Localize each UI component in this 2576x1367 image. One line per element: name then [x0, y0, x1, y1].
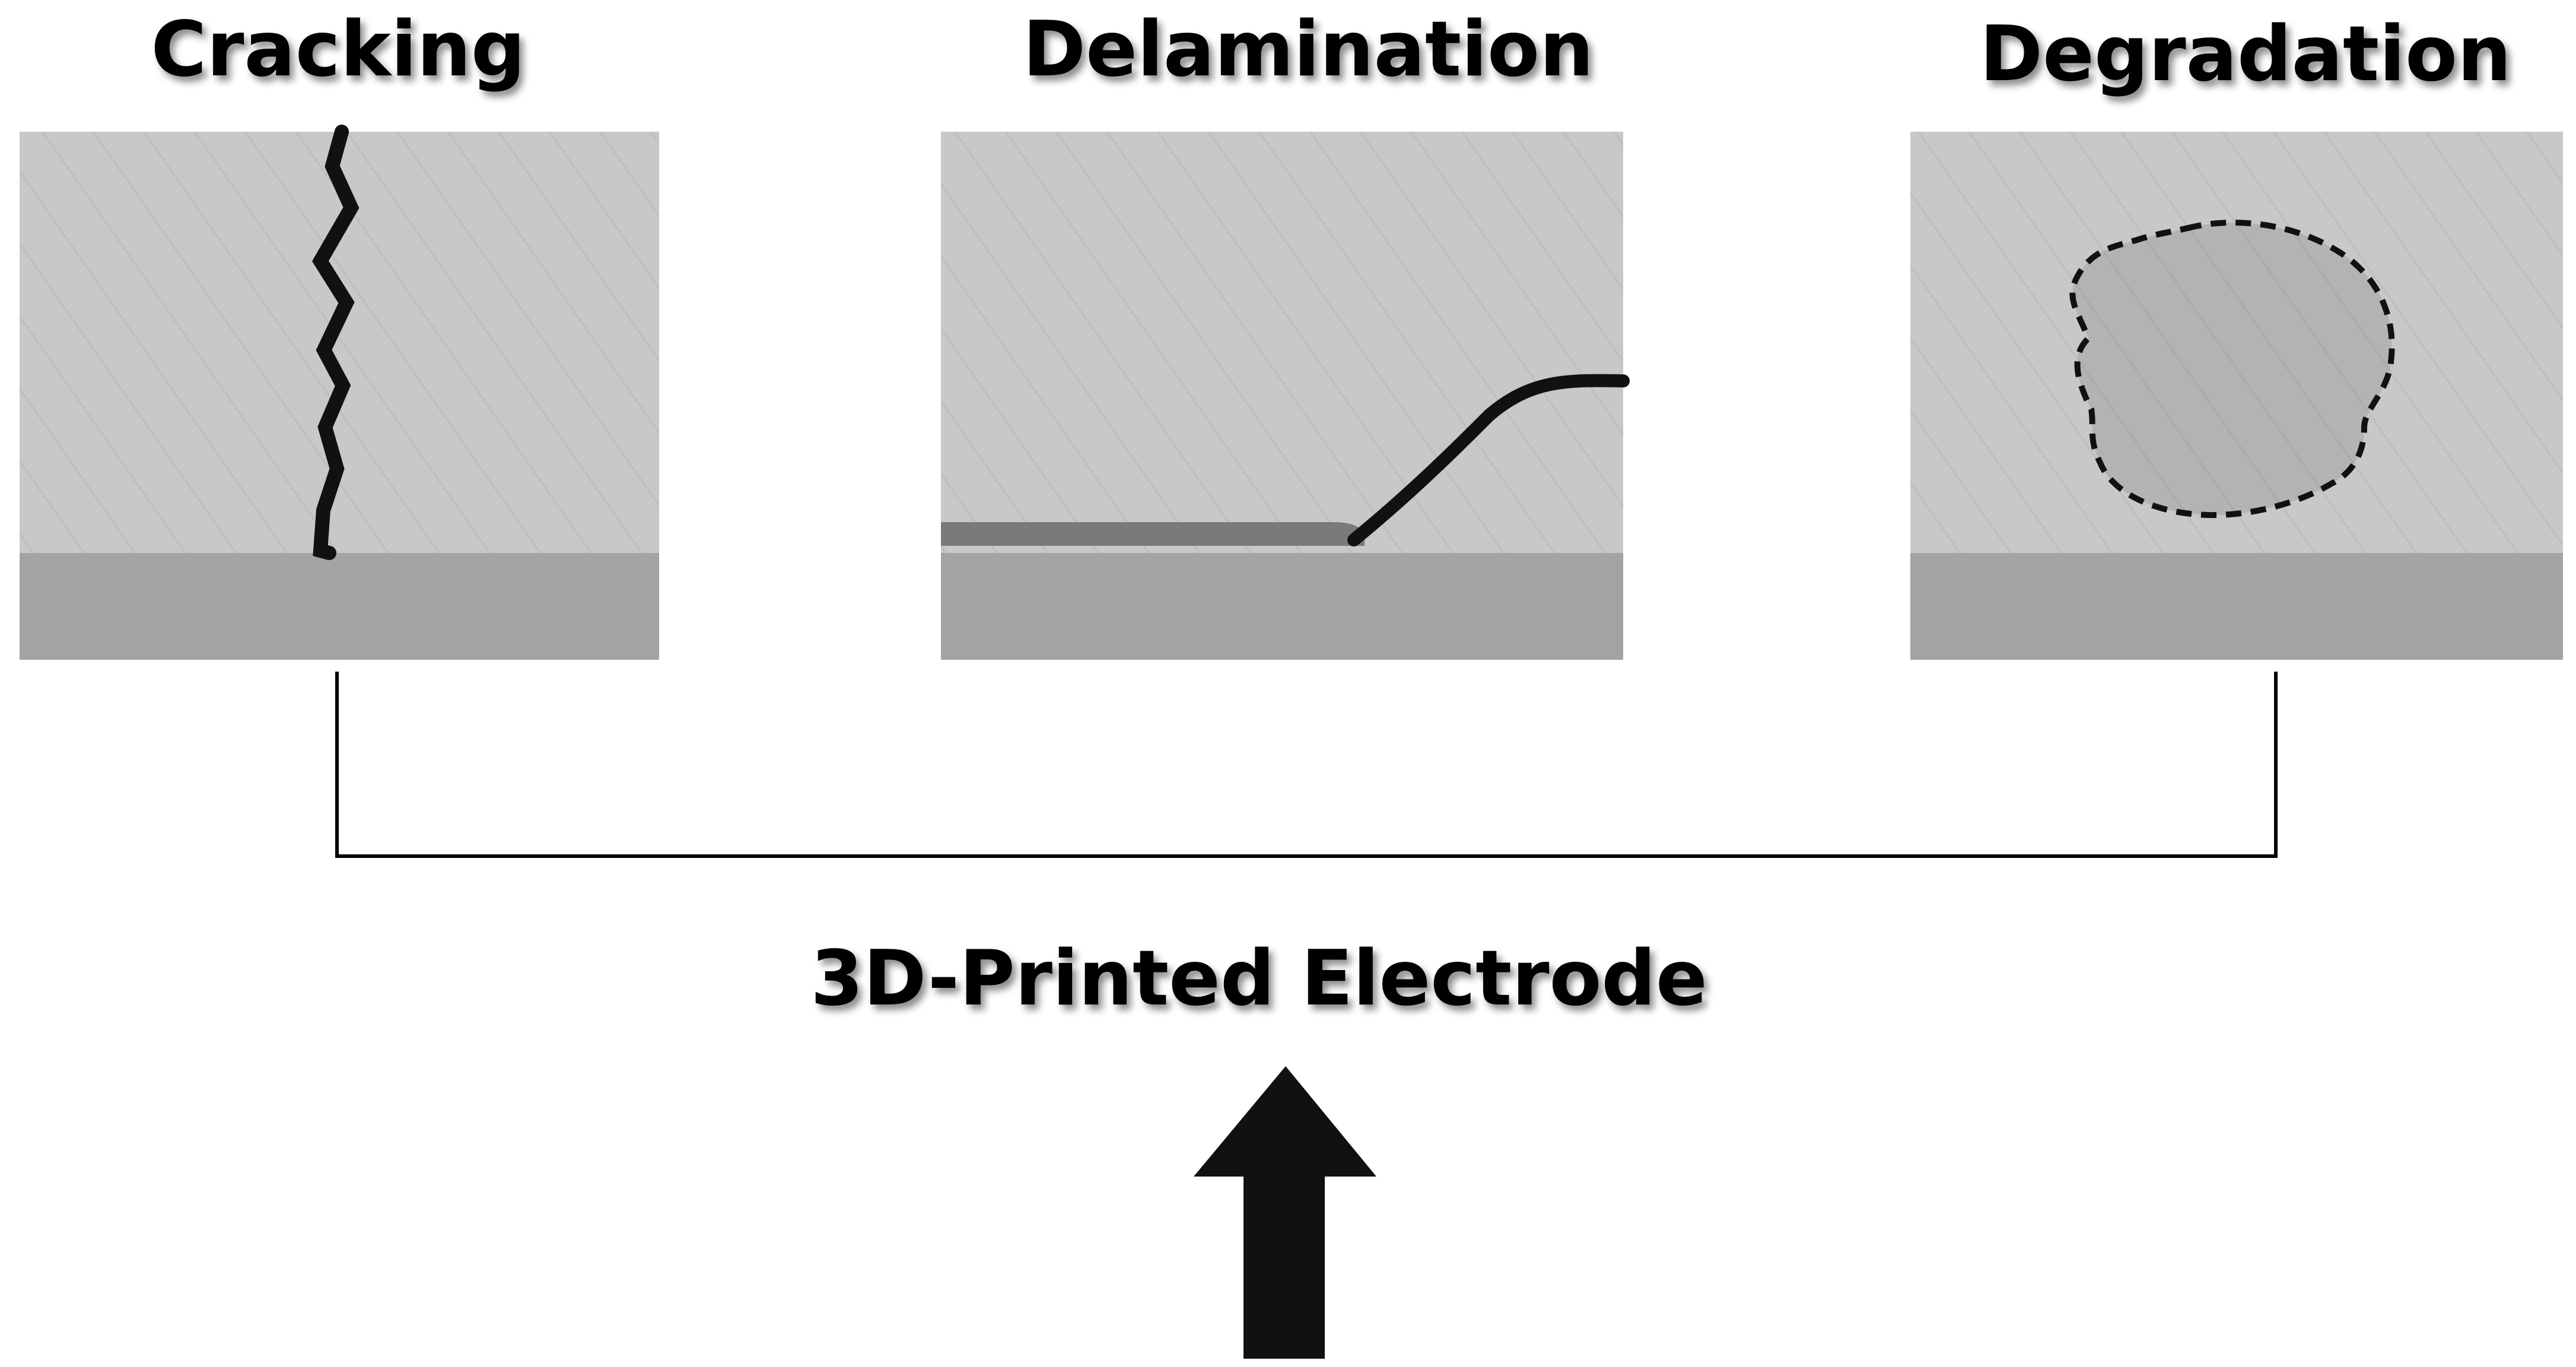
- delamination-line: [1347, 374, 1630, 546]
- delamination-title: Delamination: [1023, 5, 1594, 94]
- crack-line: [311, 125, 360, 560]
- delamination-panel: [941, 132, 1630, 660]
- delamination-coating: [941, 132, 1623, 553]
- connector-bracket: [335, 672, 2278, 858]
- delaminated-layer: [941, 522, 1365, 546]
- degradation-panel: [1910, 132, 2563, 660]
- degradation-substrate: [1910, 553, 2563, 660]
- center-label: 3D-Printed Electrode: [810, 934, 1707, 1023]
- cracking-title: Cracking: [151, 5, 525, 94]
- degradation-title: Degradation: [1980, 10, 2511, 98]
- cracking-substrate: [20, 553, 659, 660]
- cracking-panel: [20, 125, 659, 660]
- up-arrow: [1194, 1066, 1376, 1359]
- degraded-region: [2069, 220, 2395, 519]
- delamination-substrate: [941, 553, 1623, 660]
